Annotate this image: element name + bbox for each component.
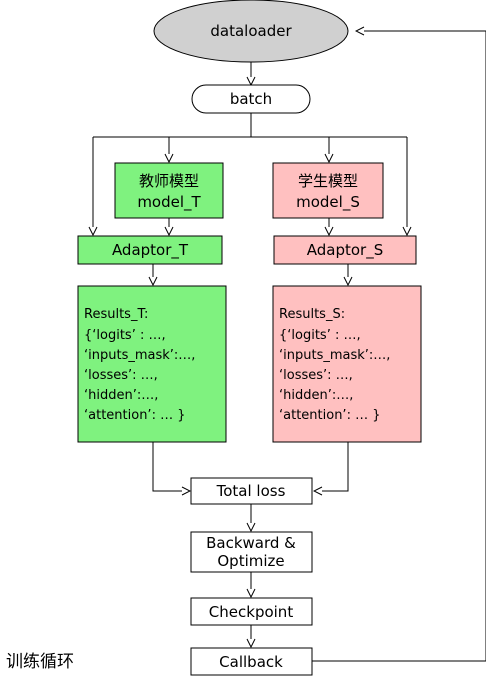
teacher-model-label-en: model_T <box>137 193 201 212</box>
checkpoint-label: Checkpoint <box>209 603 294 621</box>
adaptor-s-shape <box>273 235 417 265</box>
results-s-node: Results_S: {‘logits’ : …, ‘inputs_mask’:… <box>272 285 422 443</box>
callback-label: Callback <box>219 653 283 671</box>
loop-label: 训练循环 <box>6 652 74 672</box>
dataloader-label: dataloader <box>210 22 292 40</box>
batch-node: batch <box>191 84 311 114</box>
results-t-line: ‘losses’: …, <box>84 368 158 383</box>
total-loss-node: Total loss <box>190 477 313 505</box>
teacher-model-node: 教师模型 model_T <box>114 162 224 219</box>
teacher-model-label-cn: 教师模型 <box>139 172 199 190</box>
student-model-label-en: model_S <box>296 193 360 212</box>
adaptor-t-node: Adaptor_T <box>77 235 223 265</box>
backward-label: Backward & <box>206 534 296 552</box>
results-t-line: ‘attention’: … } <box>84 408 185 423</box>
results-t-node: Results_T: {‘logits’ : …, ‘inputs_mask’:… <box>77 285 227 443</box>
results-s-shape <box>272 285 422 443</box>
optimize-label: Optimize <box>217 552 284 570</box>
results-t-line: {‘logits’ : …, <box>84 328 166 343</box>
callback-node: Callback <box>190 647 313 676</box>
batch-label: batch <box>230 90 272 108</box>
results-s-line: ‘losses’: …, <box>279 368 353 383</box>
results-s-line: {‘logits’ : …, <box>279 328 361 343</box>
student-model-label-cn: 学生模型 <box>298 172 358 190</box>
results-t-line: ‘hidden’:…, <box>84 388 158 403</box>
adaptor-s-label: Adaptor_S <box>307 241 383 260</box>
total-loss-shape <box>190 477 313 505</box>
results-s-line: Results_S: <box>279 307 345 322</box>
total-loss-label: Total loss <box>216 482 286 500</box>
connectors <box>93 31 486 662</box>
results-t-shape <box>77 285 227 443</box>
edge-results-s-loss <box>314 442 349 491</box>
adaptor-t-label: Adaptor_T <box>112 241 189 260</box>
adaptor-s-node: Adaptor_S <box>273 235 417 265</box>
student-model-shape <box>272 162 384 219</box>
backward-optimize-node: Backward & Optimize <box>190 531 313 573</box>
results-t-line: Results_T: <box>84 307 148 322</box>
teacher-model-shape <box>114 162 224 219</box>
checkpoint-shape <box>190 597 313 626</box>
student-model-node: 学生模型 model_S <box>272 162 384 219</box>
results-s-line: ‘attention’: … } <box>279 408 380 423</box>
callback-shape <box>190 647 313 676</box>
dataloader-shape <box>153 0 349 63</box>
edge-results-t-loss <box>152 442 190 491</box>
results-t-line: ‘inputs_mask’:…, <box>84 348 195 363</box>
dataloader-node: dataloader <box>153 0 349 63</box>
batch-shape <box>191 84 311 114</box>
edge-callback-loop <box>312 31 486 662</box>
backward-optimize-shape <box>190 531 313 573</box>
results-s-line: ‘hidden’:…, <box>279 388 353 403</box>
results-s-line: ‘inputs_mask’:…, <box>279 348 390 363</box>
checkpoint-node: Checkpoint <box>190 597 313 626</box>
adaptor-t-shape <box>77 235 223 265</box>
